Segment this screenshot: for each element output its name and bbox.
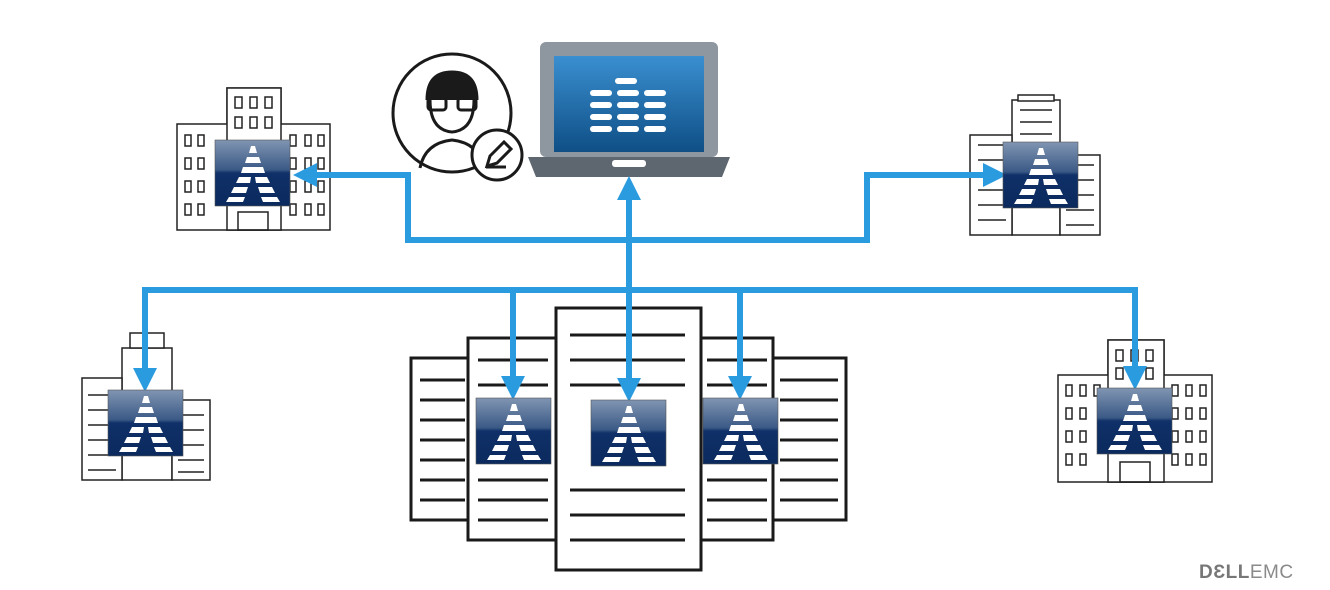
node-icon: [1096, 387, 1173, 455]
logo-light: EMC: [1249, 562, 1294, 583]
node-icon: [1002, 141, 1079, 209]
node-icon: [702, 397, 779, 465]
node-icon: [475, 397, 552, 465]
administrator-with-pencil-icon: [391, 52, 524, 182]
connectors: [133, 163, 1147, 402]
node-icon: [590, 399, 667, 467]
laptop-dashboard-icon: [528, 42, 730, 177]
node-icon: [214, 139, 291, 207]
logo-bold: DƐLL: [1199, 562, 1250, 583]
node-icon: [107, 389, 184, 457]
dell-emc-logo: DƐLLEMC: [1199, 562, 1294, 584]
